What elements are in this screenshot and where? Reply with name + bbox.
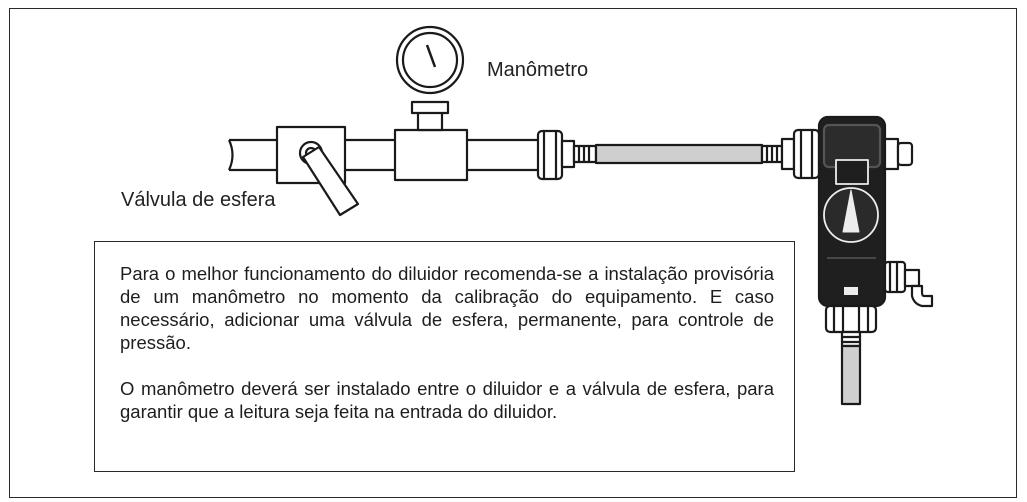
flexible-hose: [594, 143, 764, 165]
note-paragraph-1: Para o melhor funcionamento do diluidor …: [120, 263, 774, 353]
left-coupling: [536, 129, 598, 181]
gauge-label: Manômetro: [487, 59, 589, 81]
right-coupling: [760, 128, 821, 180]
ball-valve: [275, 125, 360, 217]
note-paragraph-2: O manômetro deverá ser instalado entre o…: [120, 378, 774, 422]
valve-label: Válvula de esfera: [121, 189, 276, 211]
pressure-gauge: [393, 25, 469, 182]
dilutor-device: [817, 115, 934, 406]
installation-note: Para o melhor funcionamento do diluidor …: [94, 241, 795, 472]
figure-frame: [9, 8, 1017, 498]
valve-handle: [301, 145, 360, 217]
